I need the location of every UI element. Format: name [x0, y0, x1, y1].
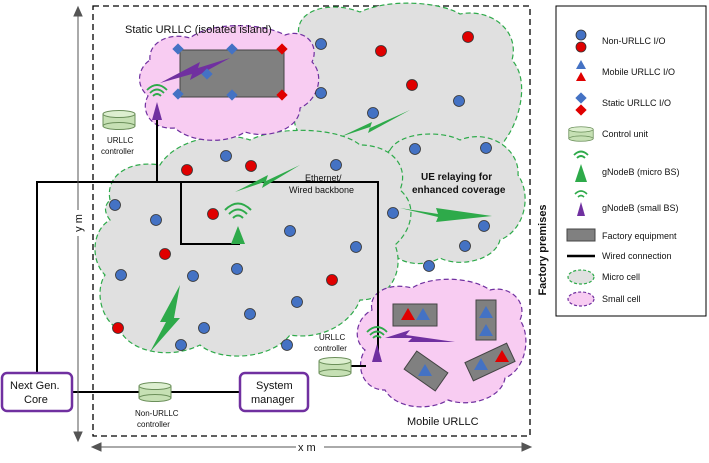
non-urllc-controller-label-2: controller [137, 420, 170, 429]
non-urllc-controller-cylinder-icon [138, 382, 172, 402]
factory-premises-boundary [92, 5, 531, 437]
legend-mobile-urllc-icon [576, 60, 586, 81]
urllc-controller-top-label-2: controller [101, 147, 134, 156]
gnodeb-small-antenna-static-icon [146, 84, 168, 120]
manager-label-1: System [256, 380, 293, 392]
legend-label-micro-bs: gNodeB (micro BS) [602, 167, 680, 177]
legend-label-wired: Wired connection [602, 251, 672, 261]
mobile-urllc-devices [401, 306, 509, 376]
next-gen-core-box [0, 371, 74, 413]
legend-cylinder-icon [568, 126, 594, 142]
factory-premises-label: Factory premises [537, 204, 549, 295]
urllc-controller-top-label-1: URLLC [107, 136, 133, 145]
mobile-urllc-label: Mobile URLLC [407, 416, 479, 428]
ethernet-label: Ethernet/ [305, 173, 342, 183]
legend-small-bs-icon [574, 190, 588, 216]
legend-micro-bs-icon [573, 150, 589, 182]
legend-label-small-cell: Small cell [602, 294, 641, 304]
non-urllc-controller-label-1: Non-URLLC [135, 409, 179, 418]
legend-label-equipment: Factory equipment [602, 231, 677, 241]
non-urllc-devices [109, 31, 492, 351]
system-manager-box [238, 371, 310, 413]
legend-equipment-icon [566, 228, 596, 242]
urllc-controller-top-cylinder-icon [102, 110, 136, 130]
micro-cell-upper-right [283, 2, 523, 159]
urllc-controller-right-label-2: controller [314, 344, 347, 353]
legend: Non-URLLC I/O Mobile URLLC I/O Static UR… [555, 5, 707, 317]
small-cell-mobile [356, 278, 527, 408]
urllc-controller-right-cylinder-icon [318, 357, 352, 377]
wireless-links [150, 58, 492, 352]
legend-label-static-urllc: Static URLLC I/O [602, 98, 671, 108]
legend-non-urllc-icon [575, 29, 587, 53]
legend-small-cell-icon [567, 291, 595, 307]
gnodeb-micro-antenna-icon [224, 202, 252, 244]
x-axis-label: x m [298, 442, 316, 454]
legend-label-control-unit: Control unit [602, 129, 649, 139]
legend-label-mobile-urllc: Mobile URLLC I/O [602, 67, 675, 77]
legend-label-micro-cell: Micro cell [602, 272, 640, 282]
gnodeb-small-antenna-mobile-icon [366, 326, 388, 362]
y-axis-label: y m [73, 214, 85, 232]
legend-label-non-urllc: Non-URLLC I/O [602, 36, 666, 46]
relay-label-1: UE relaying for [421, 172, 492, 183]
legend-label-small-bs: gNodeB (small BS) [602, 203, 679, 213]
diagram-title: Static URLLC (isolated island) [125, 24, 272, 36]
legend-micro-cell-icon [567, 269, 595, 285]
manager-label-2: manager [251, 394, 295, 406]
wired-backbone-label: Wired backbone [289, 185, 354, 195]
relay-label-2: enhanced coverage [412, 185, 506, 196]
core-label-2: Core [24, 394, 48, 406]
core-label-1: Next Gen. [10, 380, 60, 392]
urllc-controller-right-label-1: URLLC [319, 333, 345, 342]
